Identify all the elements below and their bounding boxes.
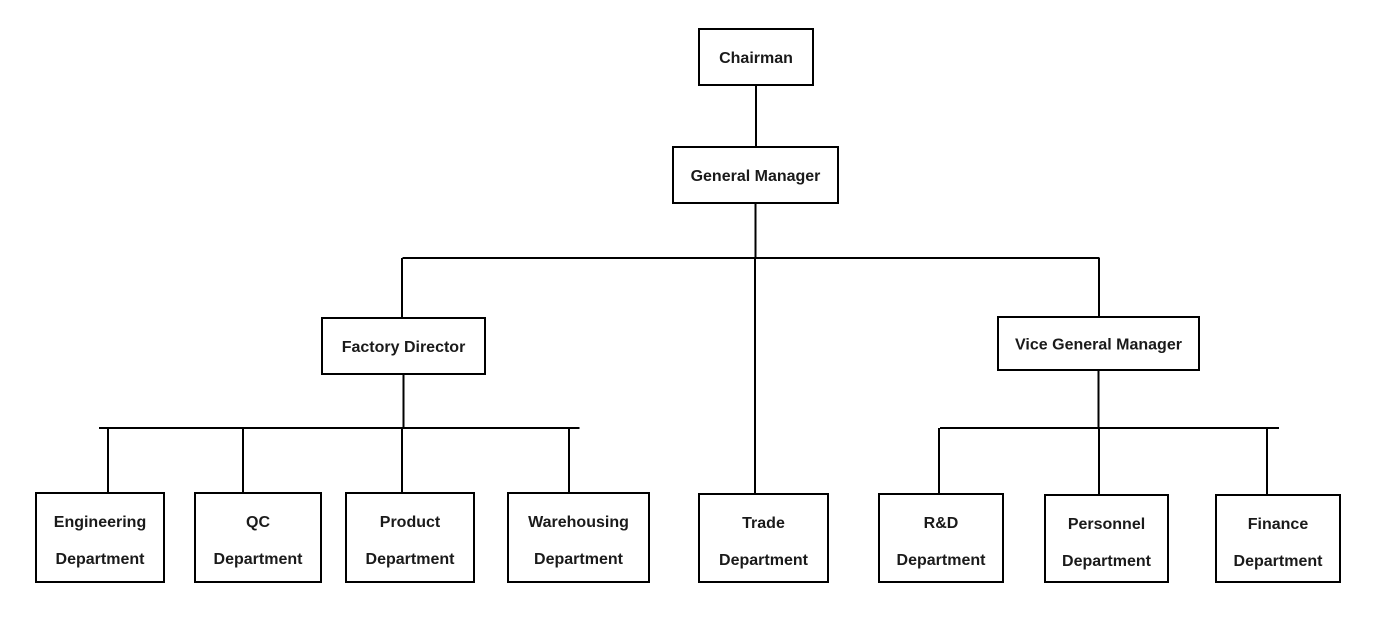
node-box-rd-department: [878, 493, 1004, 583]
node-label-factory-director-line-0: Factory Director: [342, 339, 466, 356]
node-box-finance-department: [1215, 494, 1341, 583]
node-chairman: Chairman: [698, 28, 814, 86]
node-label-trade-department-line-0: Trade: [742, 515, 785, 532]
node-box-chairman: [698, 28, 814, 86]
node-box-product-department: [345, 492, 475, 583]
node-label-general-manager-line-0: General Manager: [691, 168, 821, 185]
node-label-engineering-department-line-1: Department: [56, 551, 146, 568]
node-factory-director: Factory Director: [321, 317, 486, 375]
node-box-engineering-department: [35, 492, 165, 583]
node-box-qc-department: [194, 492, 322, 583]
node-label-warehousing-department-line-1: Department: [534, 551, 624, 568]
node-label-rd-department-line-1: Department: [897, 552, 987, 569]
node-rd-department: R&D Department: [878, 493, 1004, 583]
node-label-qc-department-line-0: QC: [246, 514, 270, 531]
node-label-trade-department-line-1: Department: [719, 552, 809, 569]
node-general-manager: General Manager: [672, 146, 839, 204]
node-box-general-manager: [672, 146, 839, 204]
node-label-personnel-department-line-0: Personnel: [1068, 516, 1145, 533]
connector-lines: [99, 85, 1279, 495]
node-label-warehousing-department-line-0: Warehousing: [528, 514, 629, 531]
node-vice-general-manager: Vice General Manager: [997, 316, 1200, 371]
node-label-engineering-department-line-0: Engineering: [54, 514, 146, 531]
node-label-product-department-line-0: Product: [380, 514, 441, 531]
node-label-chairman-line-0: Chairman: [719, 50, 793, 67]
node-box-factory-director: [321, 317, 486, 375]
node-label-rd-department-line-0: R&D: [924, 515, 959, 532]
node-box-personnel-department: [1044, 494, 1169, 583]
node-label-qc-department-line-1: Department: [214, 551, 304, 568]
node-box-vice-general-manager: [997, 316, 1200, 371]
node-label-vice-general-manager-line-0: Vice General Manager: [1015, 337, 1182, 354]
node-box-warehousing-department: [507, 492, 650, 583]
node-label-finance-department-line-0: Finance: [1248, 516, 1309, 533]
node-qc-department: QC Department: [194, 492, 322, 583]
node-label-personnel-department-line-1: Department: [1062, 553, 1152, 570]
node-box-trade-department: [698, 493, 829, 583]
node-label-product-department-line-1: Department: [366, 551, 456, 568]
node-label-finance-department-line-1: Department: [1234, 553, 1324, 570]
